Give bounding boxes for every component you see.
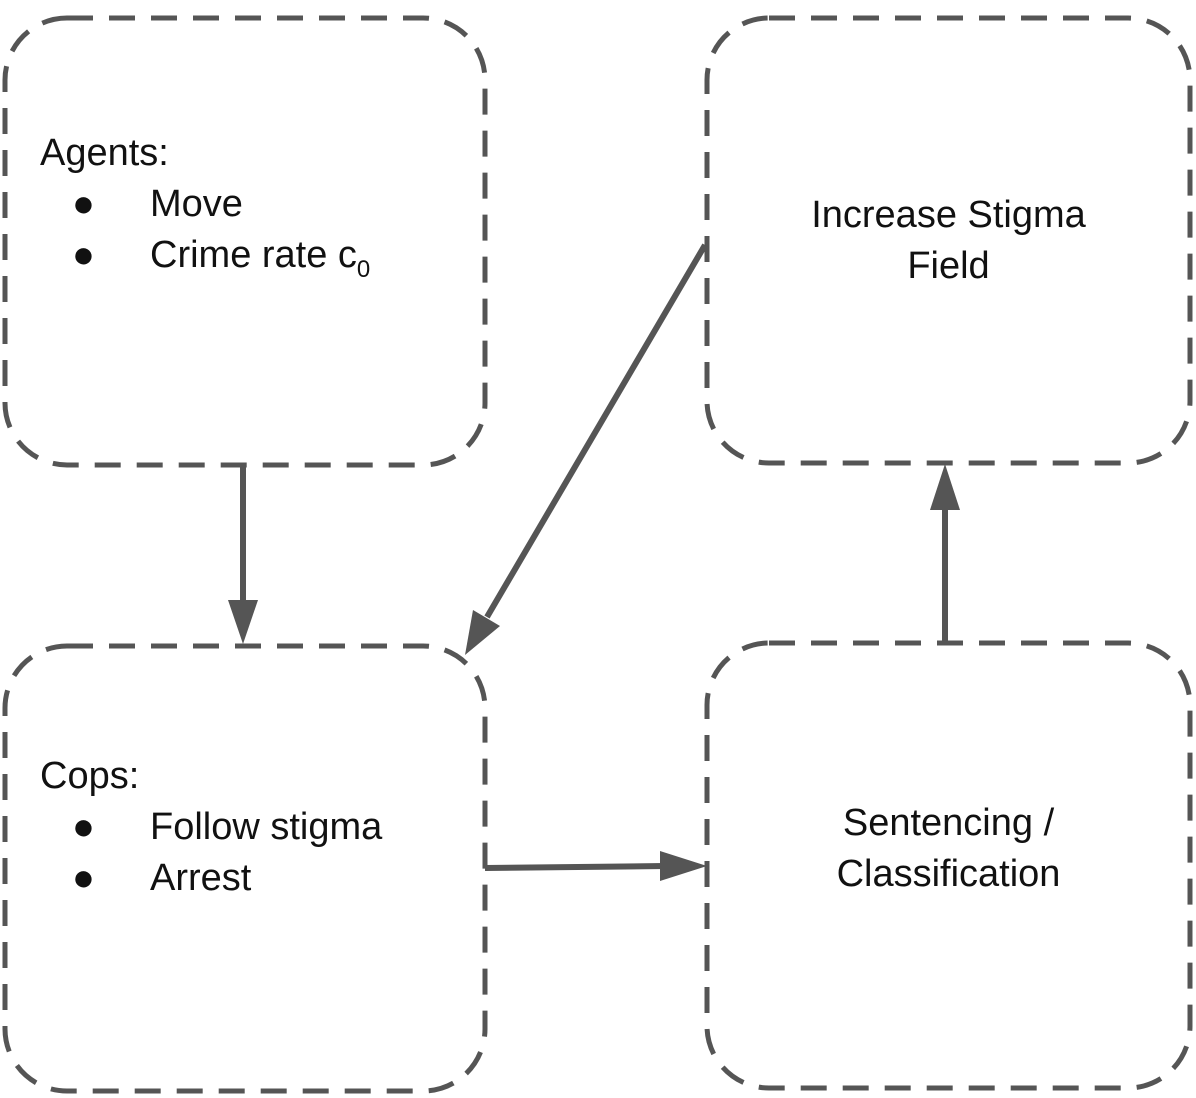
crime-rate-subscript: 0 [356, 256, 371, 283]
sentencing-line-1: Sentencing / [842, 802, 1055, 844]
list-item: ● Follow stigma [40, 802, 480, 853]
cops-text: Cops: ● Follow stigma ● Arrest [40, 751, 480, 904]
agents-list: ● Move ● Crime rate c0 [40, 179, 480, 283]
bullet-icon: ● [72, 234, 95, 276]
list-item: ● Move [40, 179, 480, 230]
sentencing-line-2: Classification [836, 853, 1061, 895]
cops-heading: Cops: [40, 755, 140, 797]
agents-heading: Agents: [40, 132, 169, 174]
arrow-agents-to-cops [228, 465, 258, 644]
agents-item-crime-rate: Crime rate c [150, 234, 357, 276]
stigma-line-2: Field [907, 245, 990, 287]
stigma-box [704, 15, 1193, 466]
bullet-icon: ● [72, 183, 95, 225]
list-item: ● Crime rate c0 [40, 230, 480, 283]
agents-item-move: Move [150, 183, 243, 225]
agents-text: Agents: ● Move ● Crime rate c0 [40, 128, 480, 283]
cops-item-arrest: Arrest [150, 857, 252, 899]
arrow-cops-to-sentencing [484, 851, 707, 881]
bullet-icon: ● [72, 806, 95, 848]
list-item: ● Arrest [40, 853, 480, 904]
sentencing-box [704, 640, 1193, 1091]
stigma-text: Increase Stigma Field [707, 190, 1190, 292]
cops-item-follow-stigma: Follow stigma [150, 806, 383, 848]
cops-box [2, 643, 488, 1094]
arrow-stigma-to-cops [465, 243, 708, 655]
cops-list: ● Follow stigma ● Arrest [40, 802, 480, 904]
bullet-icon: ● [72, 857, 95, 899]
sentencing-text: Sentencing / Classification [707, 798, 1190, 900]
stigma-line-1: Increase Stigma [811, 194, 1086, 236]
arrow-sentencing-to-stigma [930, 464, 960, 643]
